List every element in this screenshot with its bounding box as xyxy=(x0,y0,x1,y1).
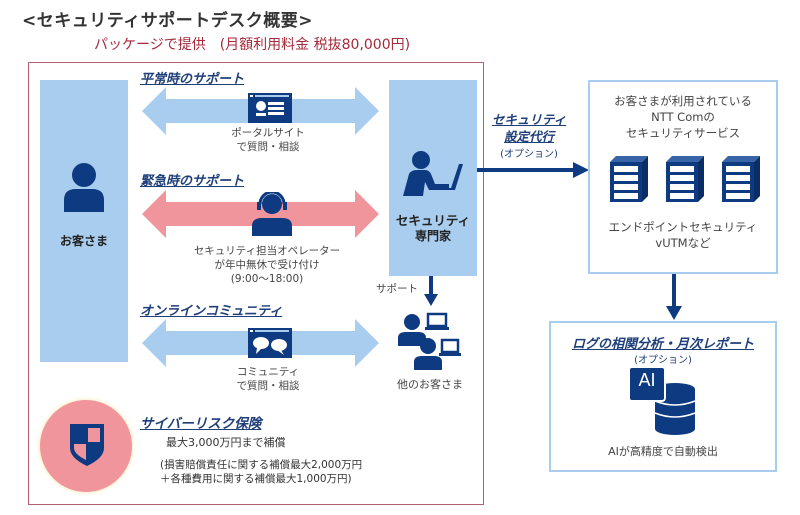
chat-bubbles-icon xyxy=(248,328,292,358)
services-line5: vUTMなど xyxy=(655,236,711,250)
insurance-heading: サイバーリスク保険 xyxy=(140,416,262,432)
emergency-support-heading: 緊急時のサポート xyxy=(140,174,245,189)
emergency-support-desc-2: が年中無休で受け付け xyxy=(214,259,320,271)
server-icon xyxy=(666,156,704,202)
log-analysis-option: (オプション) xyxy=(634,355,692,366)
ai-badge: AI xyxy=(638,370,656,390)
emergency-support-desc-1: セキュリティ担当オペレーター xyxy=(193,245,341,257)
other-customers-label: 他のお客さま xyxy=(397,378,463,391)
page-title: <セキュリティサポートデスク概要> xyxy=(22,11,313,31)
shield-icon xyxy=(70,424,104,466)
emergency-support-hours: (9:00～18:00) xyxy=(230,273,304,285)
config-proxy-arrow xyxy=(477,162,589,178)
insurance-detail-1: (損害賠償責任に関する補償最大2,000万円 xyxy=(160,459,363,471)
community-desc-2: で質問・相談 xyxy=(236,380,300,392)
server-icons xyxy=(610,156,760,202)
operator-headset-icon xyxy=(252,192,292,236)
users-laptop-icon xyxy=(398,312,461,370)
insurance-max: 最大3,000万円まで補償 xyxy=(166,436,286,449)
log-analysis-caption: AIが高精度で自動検出 xyxy=(608,445,718,458)
support-arrow-label: サポート xyxy=(376,283,418,295)
insurance-detail-2: ＋各種費用に関する補償最大1,000万円) xyxy=(160,473,352,485)
config-proxy-option: (オプション) xyxy=(500,149,558,160)
config-proxy-line2: 設定代行 xyxy=(503,129,554,144)
config-proxy-line1: セキュリティ xyxy=(491,112,567,127)
customer-column: お客さま xyxy=(40,80,128,362)
services-line2: NTT Comの xyxy=(651,110,715,124)
support-down-arrow xyxy=(424,276,438,306)
community-desc-1: コミュニティ xyxy=(236,366,300,378)
emergency-support-arrow xyxy=(142,190,379,238)
services-line4: エンドポイントセキュリティ xyxy=(608,220,758,234)
person-icon xyxy=(64,163,104,212)
expert-label-line1: セキュリティ xyxy=(395,213,471,228)
ai-database-icon xyxy=(629,367,696,435)
online-community-heading: オンラインコミュニティ xyxy=(140,304,283,319)
log-analysis-arrow xyxy=(666,274,682,320)
insurance-circle xyxy=(40,400,132,492)
portal-site-icon xyxy=(248,93,292,123)
security-services-box: お客さまが利用されている NTT Comの セキュリティサービス エンドポイント… xyxy=(588,80,778,274)
services-line1: お客さまが利用されている xyxy=(614,94,752,108)
package-frame xyxy=(28,62,484,505)
server-icon xyxy=(722,156,760,202)
customer-label: お客さま xyxy=(59,234,108,248)
normal-support-desc-1: ポータルサイト xyxy=(231,127,305,139)
log-analysis-box: ログの相関分析・月次レポート (オプション) AI AIが高精度で自動検出 xyxy=(549,321,777,472)
server-icon xyxy=(610,156,648,202)
normal-support-heading: 平常時のサポート xyxy=(140,72,245,87)
security-expert-column: セキュリティ 専門家 xyxy=(389,80,477,276)
person-laptop-icon xyxy=(403,151,463,196)
normal-support-desc-2: で質問・相談 xyxy=(236,141,300,153)
services-line3: セキュリティサービス xyxy=(625,126,741,140)
package-price-subtitle: パッケージで提供 (月額利用料金 税抜80,000円) xyxy=(94,37,411,53)
log-analysis-heading: ログの相関分析・月次レポート xyxy=(571,337,754,352)
expert-label-line2: 専門家 xyxy=(414,229,451,243)
